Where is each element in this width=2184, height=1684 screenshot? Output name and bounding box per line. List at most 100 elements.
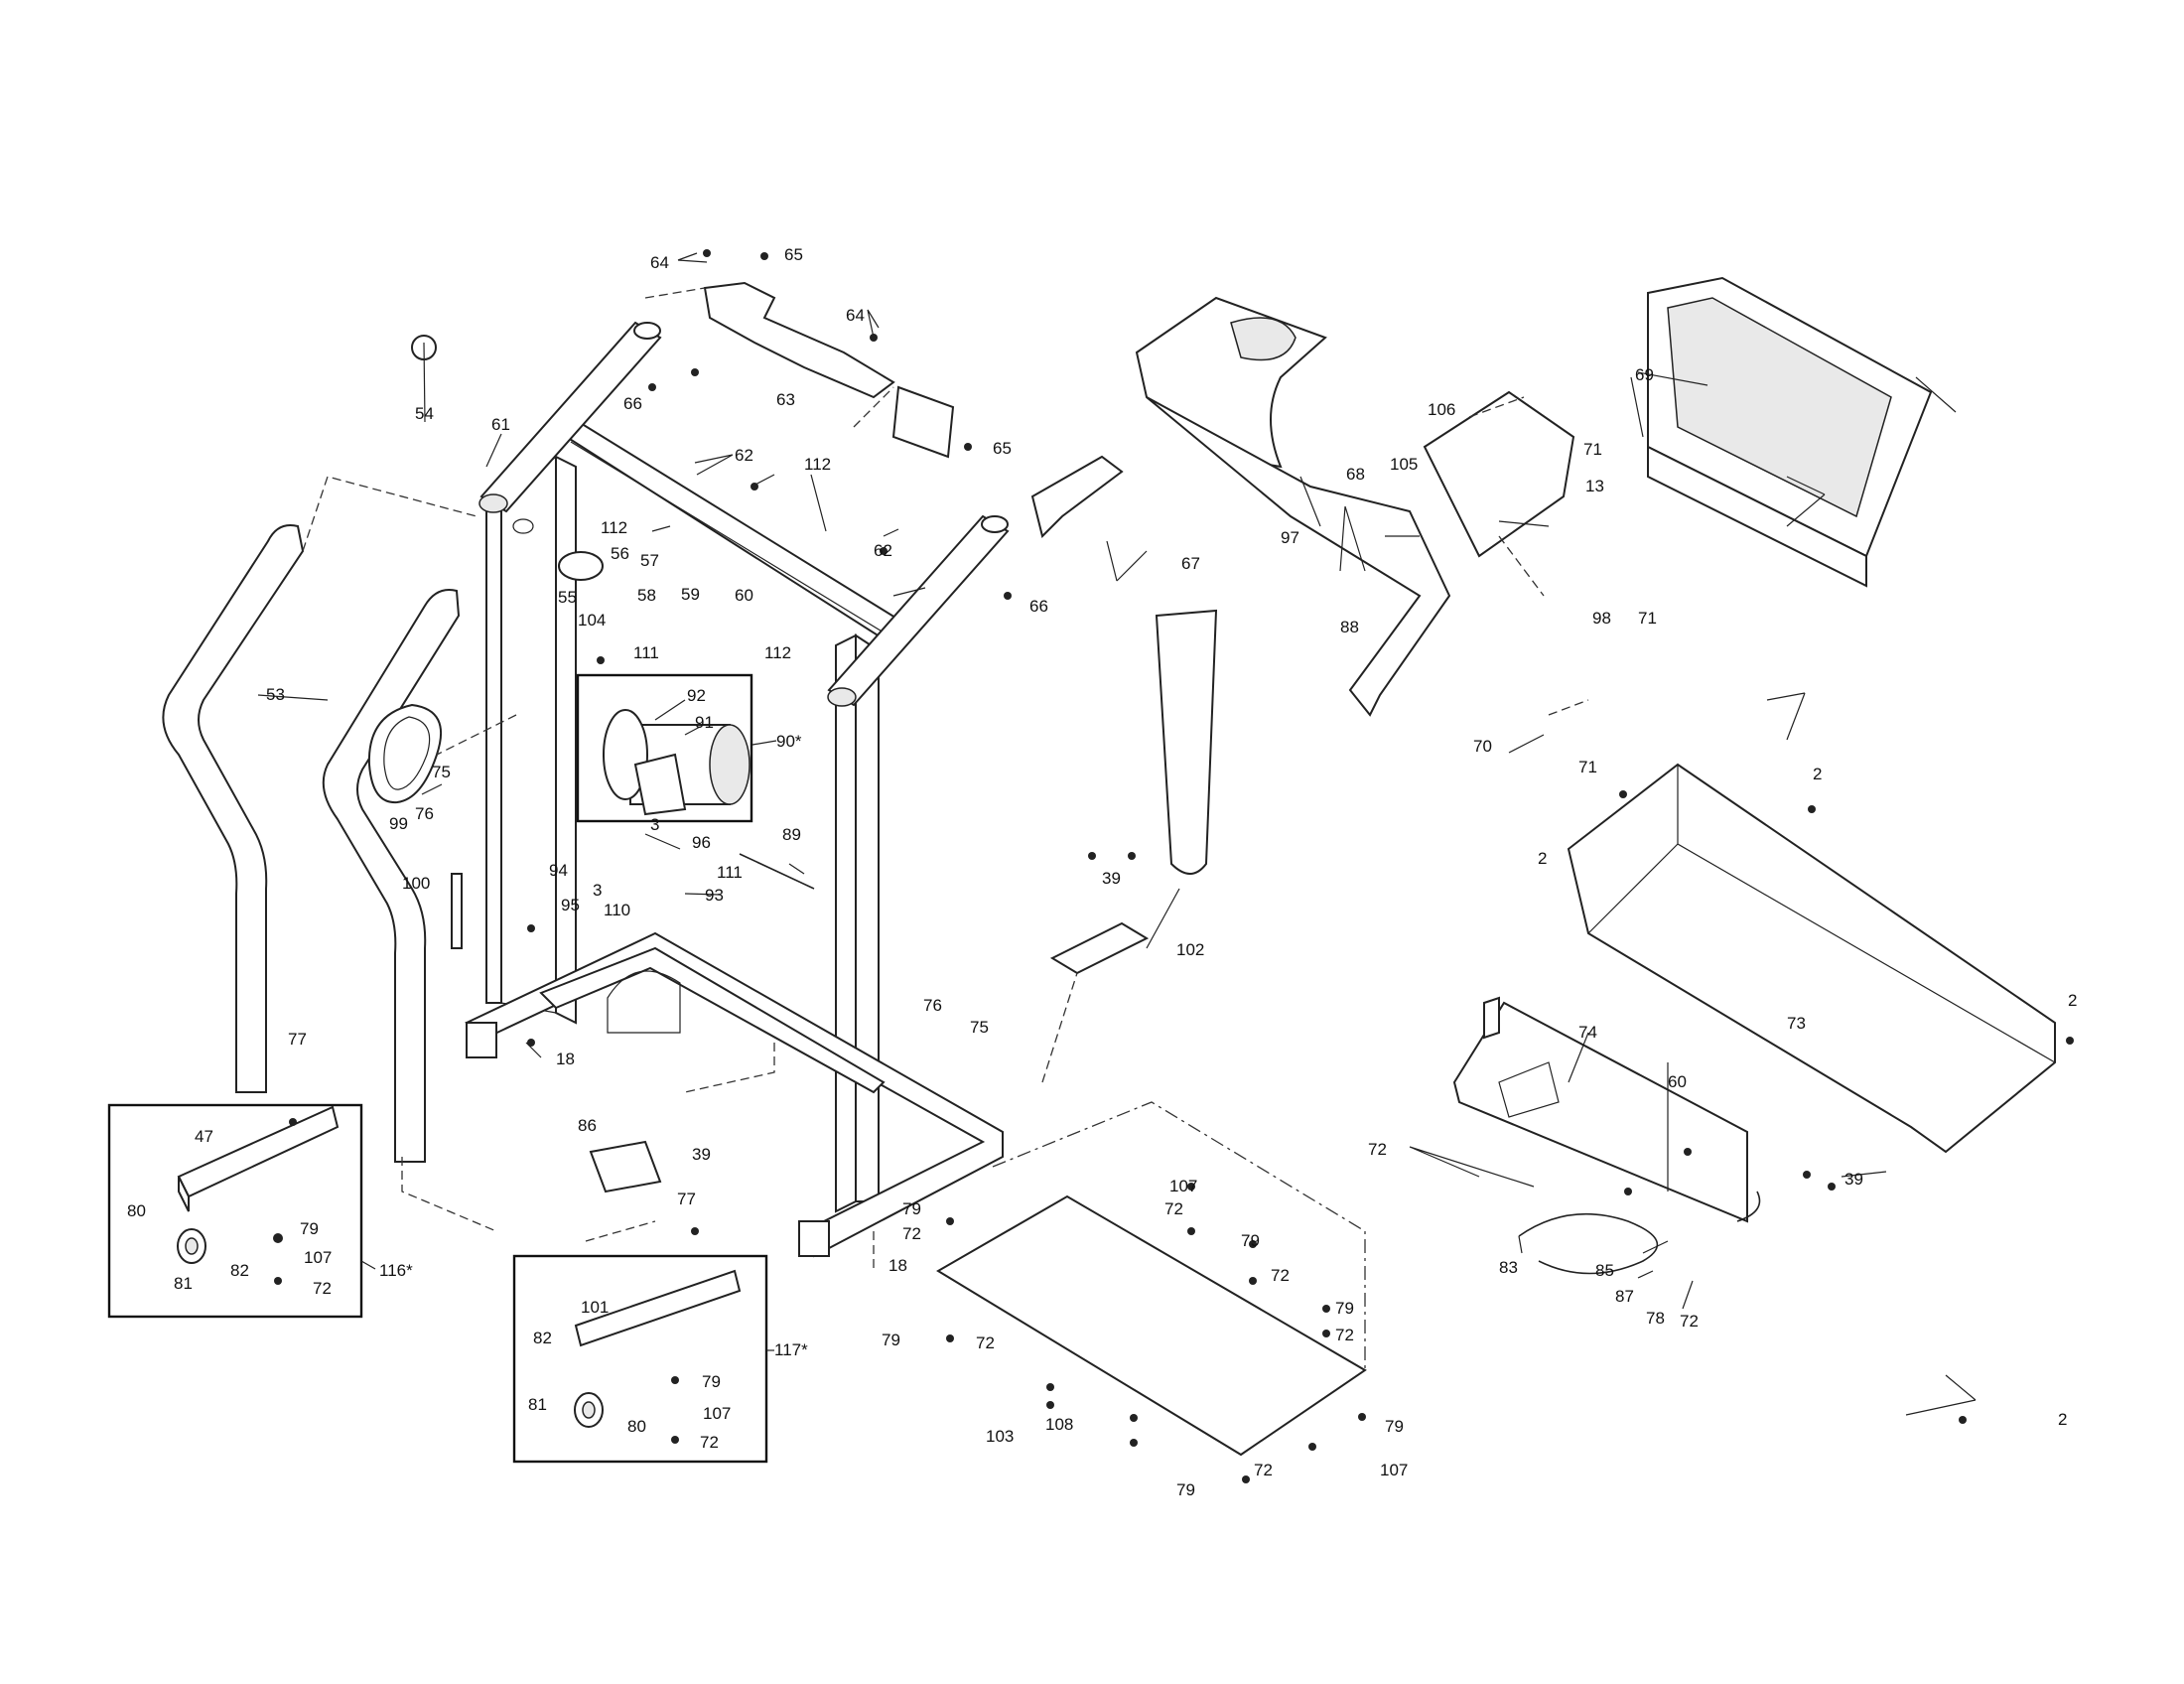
strap-67: [1155, 609, 1218, 875]
callout-107: 107: [703, 1404, 731, 1423]
part-86: [589, 1140, 662, 1193]
callout-87: 87: [1615, 1287, 1634, 1306]
callout-72: 72: [1271, 1266, 1290, 1285]
callout-73: 73: [1787, 1014, 1806, 1033]
callout-112: 112: [764, 643, 791, 662]
callout-68: 68: [1346, 465, 1365, 484]
callout-57: 57: [640, 551, 659, 570]
callout-92: 92: [687, 686, 706, 705]
callout-61: 61: [491, 415, 510, 434]
console-frame-68: [1030, 296, 1575, 717]
callout-80: 80: [627, 1417, 646, 1436]
callout-62: 62: [874, 541, 892, 560]
motor-91: [603, 709, 751, 816]
bracket-63: [703, 281, 895, 399]
frame-base: [465, 931, 1004, 1258]
callout-106: 106: [1428, 400, 1455, 419]
callout-59: 59: [681, 585, 700, 604]
callout-63: 63: [776, 390, 795, 409]
upper-tube-right: [827, 514, 1010, 707]
callout-79: 72: [1254, 1461, 1273, 1479]
callout-79: 79: [702, 1372, 721, 1391]
callout-67: 67: [1181, 554, 1200, 573]
callout-104: 104: [578, 611, 606, 630]
callout-39: 39: [692, 1145, 711, 1164]
callout-79: 79: [902, 1199, 921, 1218]
caster-bracket-47: [177, 1105, 340, 1264]
tray-74: [1452, 996, 1748, 1223]
caster-bracket-101: [574, 1269, 742, 1428]
callout-18: 18: [888, 1256, 907, 1275]
callout-75: 75: [970, 1018, 989, 1037]
callout-55: 55: [558, 588, 577, 607]
callout-2: 2: [1813, 765, 1822, 783]
callout-86: 86: [578, 1116, 597, 1135]
callout-72: 72: [313, 1279, 332, 1298]
callout-72: 72: [1368, 1140, 1387, 1159]
callout-18: 18: [556, 1050, 575, 1068]
callout-39: 39: [1102, 869, 1121, 888]
callout-56: 56: [611, 544, 629, 563]
callout-79: 79: [300, 1219, 319, 1238]
pulley-55: [558, 551, 604, 581]
callout-117-star: 117*: [774, 1340, 808, 1359]
callout-81: 81: [528, 1395, 547, 1414]
bolt-89: [739, 853, 815, 890]
callout-60: 60: [1668, 1072, 1687, 1091]
callout-2: 2: [1538, 849, 1547, 868]
callout-89: 89: [782, 825, 801, 844]
callout-111: 111: [633, 643, 659, 662]
callout-3: 3: [650, 815, 659, 834]
callout-107: 79: [1385, 1417, 1404, 1436]
callout-78: 78: [1646, 1309, 1665, 1328]
callout-47: 47: [195, 1127, 213, 1146]
callout-79: 108: [1045, 1415, 1073, 1434]
motor-assembly-box: [576, 673, 753, 823]
callout-94: 94: [549, 861, 568, 880]
callout-74: 74: [1578, 1023, 1597, 1042]
base-plate-outline: [992, 1101, 1366, 1370]
callout-62: 62: [735, 446, 753, 465]
upper-tube-left: [478, 321, 662, 513]
base-plate-103: [936, 1194, 1367, 1457]
callout-103: 72: [976, 1333, 995, 1352]
callout-54: 54: [415, 404, 434, 423]
fasteners: [273, 249, 2074, 1483]
callout-77: 77: [288, 1030, 307, 1049]
callout-82: 82: [230, 1261, 249, 1280]
callout-79: 79: [1241, 1231, 1260, 1250]
callout-60: 60: [735, 586, 753, 605]
handrail-right: [322, 589, 461, 1163]
caster-assembly-box-117: [512, 1254, 768, 1464]
callout-116-star: 116*: [379, 1261, 413, 1280]
callout-71: 71: [1578, 758, 1597, 776]
assembly-leaders: [302, 287, 1589, 1271]
frame-upright-left: [485, 455, 577, 1025]
callout-76: 76: [923, 996, 942, 1015]
callout-99: 99: [389, 814, 408, 833]
callout-108: 79: [1176, 1480, 1195, 1499]
frame-upright-right: [835, 633, 880, 1213]
callout-93: 93: [705, 886, 724, 905]
callout-65: 65: [993, 439, 1012, 458]
callout-72: 107: [1380, 1461, 1408, 1479]
callout-76: 76: [415, 804, 434, 823]
callout-82: 82: [533, 1329, 552, 1347]
callout-2: 2: [2068, 991, 2077, 1010]
callout-72: 72: [1680, 1312, 1699, 1331]
callout-96: 96: [692, 833, 711, 852]
callout-leaders: [257, 252, 1977, 1416]
callout-70: 70: [1473, 737, 1492, 756]
callout-66: 66: [623, 394, 642, 413]
callout-80: 80: [127, 1201, 146, 1220]
callout-97: 97: [1281, 528, 1299, 547]
callout-100: 100: [402, 874, 430, 893]
callout-72: 72: [1335, 1326, 1354, 1344]
callout-64: 64: [650, 253, 669, 272]
callout-77: 77: [677, 1190, 696, 1208]
caster-assembly-box-116: [107, 1103, 363, 1319]
callout-88: 88: [1340, 618, 1359, 636]
callout-66: 66: [1029, 597, 1048, 616]
callout-105: 105: [1390, 455, 1418, 474]
callout-112: 112: [601, 518, 627, 537]
